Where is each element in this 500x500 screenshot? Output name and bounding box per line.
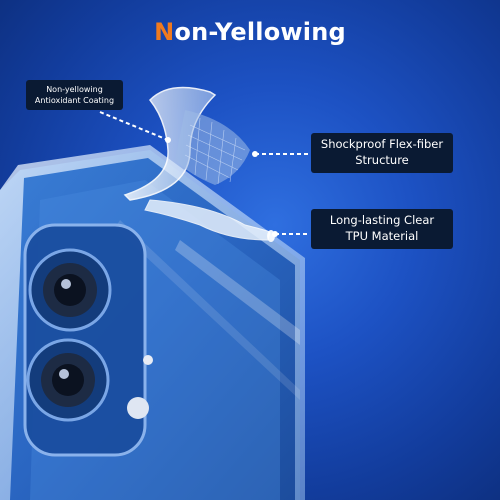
callout-line: Structure [355,153,409,167]
connector-dot [165,137,171,143]
callout-line: Long-lasting Clear [329,213,435,228]
page-title: Non-Yellowing [0,18,500,46]
connector-dot [252,151,258,157]
callout-structure: Shockproof Flex-fiber Structure [311,133,453,173]
callout-line: Non-yellowing [46,85,103,95]
title-accent-letter: N [154,18,175,46]
connector-lines [99,111,310,235]
callout-line: TPU Material [345,229,419,243]
connector-dot [272,231,278,237]
callout-material: Long-lasting Clear TPU Material [311,209,453,249]
title-text: on-Yellowing [174,18,346,46]
peeled-layer [123,86,275,242]
callout-line: Antioxidant Coating [34,96,115,105]
camera-module [23,223,153,457]
callout-line: Shockproof Flex-fiber [320,137,444,152]
callout-coating: Non-yellowing Antioxidant Coating [26,80,123,110]
